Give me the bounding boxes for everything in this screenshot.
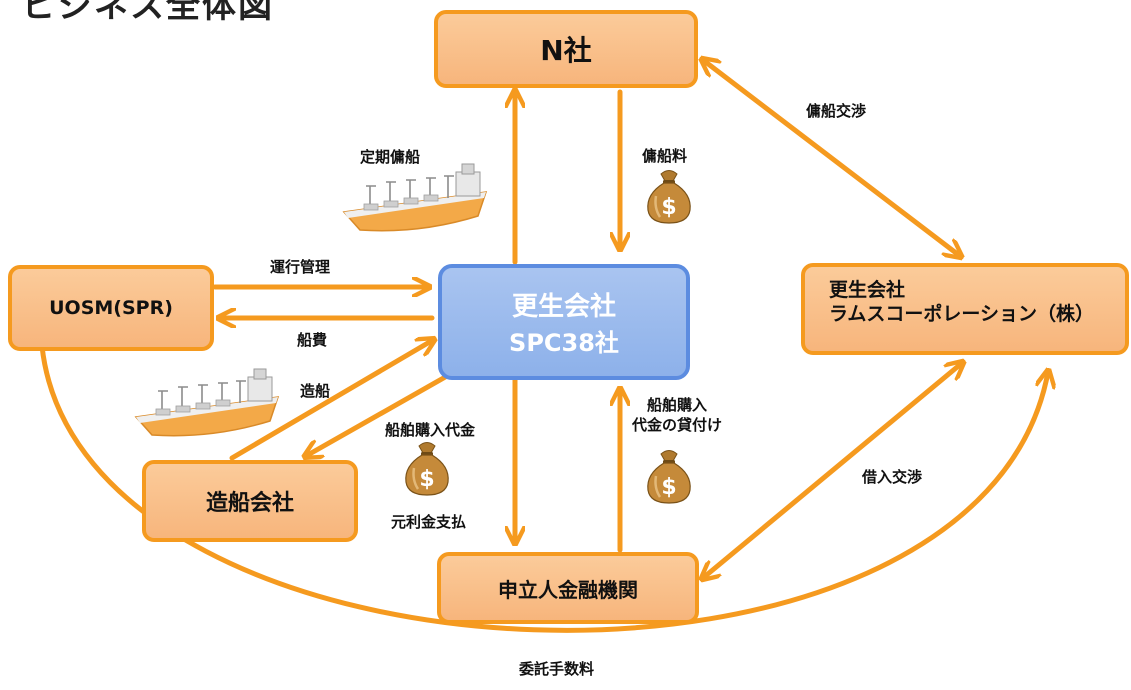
- label-loan: 船舶購入 代金の貸付け: [632, 395, 722, 436]
- svg-text:$: $: [419, 467, 434, 492]
- label-ship-cost: 船費: [297, 331, 328, 349]
- svg-text:$: $: [661, 475, 676, 500]
- arrow-borrowing-negotiation: [703, 363, 962, 578]
- node-rams-line2: ラムスコーポレーション（株）: [829, 302, 1095, 325]
- arrow-commission: [39, 343, 1048, 633]
- node-spc38: 更生会社 SPC38社: [438, 264, 690, 380]
- page-title: ビジネス全体図: [22, 0, 274, 26]
- node-spc38-line2: SPC38社: [509, 329, 619, 357]
- node-spc38-line1: 更生会社: [511, 292, 616, 322]
- node-shipbuilder-label: 造船会社: [205, 491, 294, 516]
- label-borrowing-negotiation: 借入交渉: [862, 468, 923, 486]
- node-uosm: UOSM(SPR): [8, 265, 214, 351]
- node-bank-label: 申立人金融機関: [498, 577, 638, 602]
- money-bag-icon: $: [647, 170, 691, 224]
- node-n-company: N社: [434, 10, 698, 88]
- node-bank: 申立人金融機関: [437, 552, 699, 624]
- arrow-charter-negotiation: [703, 60, 960, 256]
- label-loan-line1: 船舶購入: [647, 396, 708, 414]
- label-charter-fee: 傭船料: [642, 147, 688, 165]
- arrow-ship-purchase-price: [306, 373, 450, 456]
- ship-icon: [134, 368, 280, 437]
- arrow-shipbuilding: [229, 340, 433, 461]
- node-n-company-label: N社: [540, 34, 592, 67]
- node-shipbuilder: 造船会社: [142, 460, 358, 542]
- svg-text:$: $: [661, 195, 676, 220]
- label-shipbuilding: 造船: [300, 382, 331, 400]
- label-charter-negotiation: 傭船交渉: [806, 102, 867, 120]
- label-commission: 委託手数料: [519, 660, 595, 678]
- label-operation-management: 運行管理: [270, 258, 331, 276]
- label-principal-interest: 元利金支払: [391, 513, 467, 531]
- node-rams: 更生会社 ラムスコーポレーション（株）: [801, 263, 1129, 355]
- ship-icon: [342, 163, 488, 232]
- node-uosm-label: UOSM(SPR): [49, 297, 173, 319]
- money-bag-icon: $: [405, 442, 449, 496]
- label-time-charter: 定期傭船: [360, 148, 421, 166]
- node-rams-line1: 更生会社: [829, 279, 906, 301]
- label-ship-purchase-price: 船舶購入代金: [385, 421, 476, 439]
- money-bag-icon: $: [647, 450, 691, 504]
- label-loan-line2: 代金の貸付け: [632, 416, 723, 435]
